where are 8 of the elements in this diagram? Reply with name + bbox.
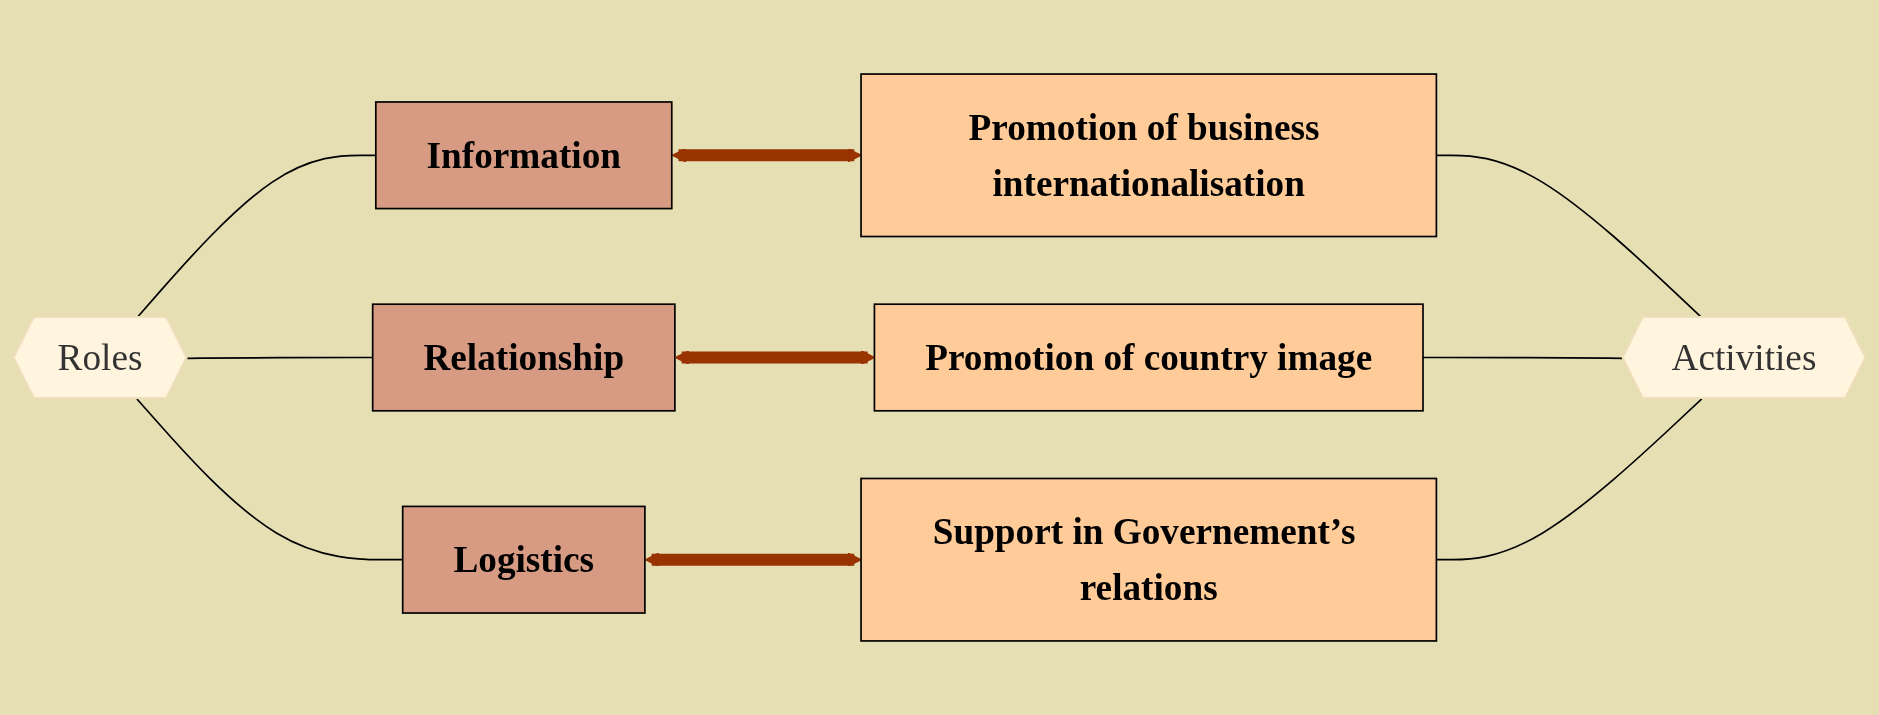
node-box: Information — [374, 101, 673, 210]
node-box: Relationship — [371, 303, 676, 412]
arrow — [671, 147, 862, 163]
node-box: Promotion of business internationalisation — [860, 73, 1438, 238]
node-box: Promotion of country image — [873, 303, 1424, 412]
arrow — [644, 552, 862, 568]
node-box: Support in Governement’s relations — [860, 477, 1438, 642]
node-box: Logistics — [401, 505, 646, 614]
